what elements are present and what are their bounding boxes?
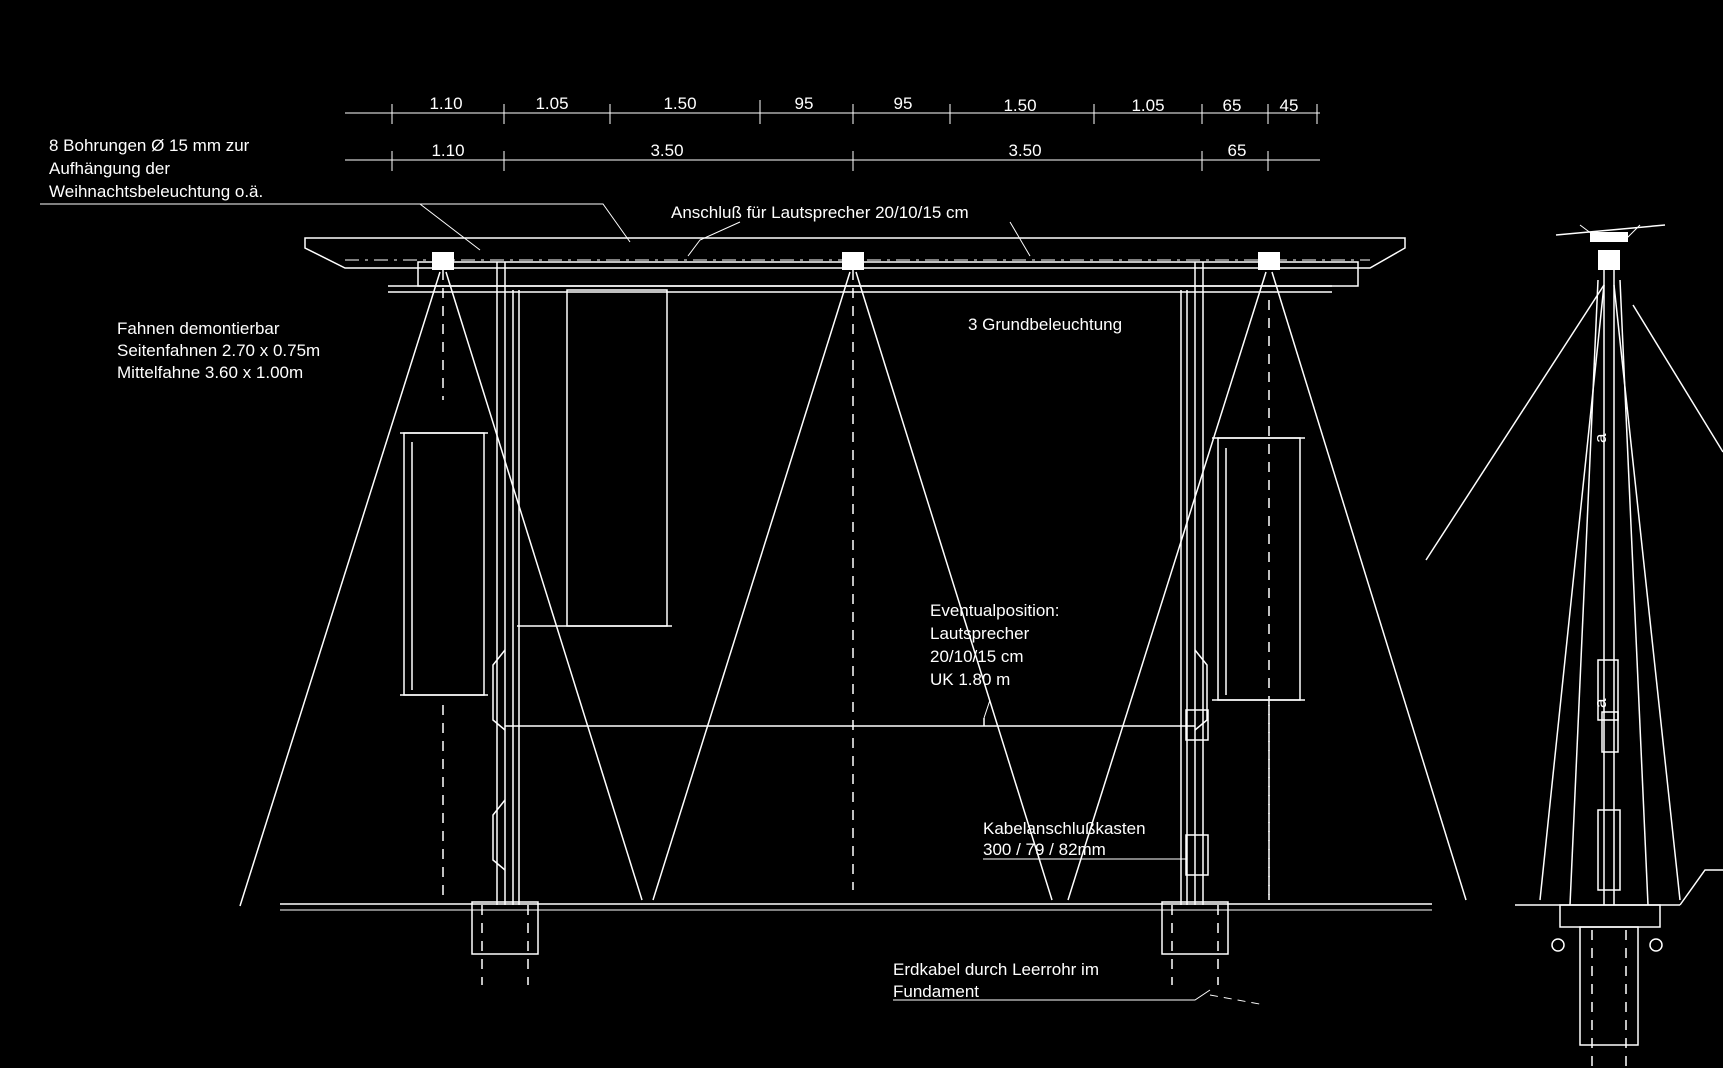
dim-1-50-right: 1.50 bbox=[1003, 96, 1036, 115]
label-bohrungen: 8 Bohrungen Ø 15 mm zur Aufhängung der W… bbox=[40, 136, 631, 251]
column-left bbox=[471, 262, 539, 985]
label-kabelanschlusskasten: Kabelanschlußkasten 300 / 79 / 82mm bbox=[983, 819, 1187, 860]
svg-text:8 Bohrungen Ø 15 mm zur: 8 Bohrungen Ø 15 mm zur bbox=[49, 136, 250, 155]
label-grundbeleuchtung: 3 Grundbeleuchtung bbox=[968, 315, 1122, 334]
light-fixture-center bbox=[652, 252, 1053, 901]
label-erdkabel: Erdkabel durch Leerrohr im Fundament bbox=[893, 960, 1266, 1006]
roof-beam bbox=[304, 237, 1406, 293]
svg-text:Mittelfahne 3.60 x 1.00m: Mittelfahne 3.60 x 1.00m bbox=[117, 363, 303, 382]
flag-right-side bbox=[1212, 437, 1305, 701]
label-fahnen: Fahnen demontierbar Seitenfahnen 2.70 x … bbox=[117, 319, 320, 382]
side-mark-a-upper: a bbox=[1591, 433, 1610, 443]
dim-65: 65 bbox=[1223, 96, 1242, 115]
dim-1-10: 1.10 bbox=[429, 94, 462, 113]
dim-45: 45 bbox=[1280, 96, 1299, 115]
side-elevation: a a bbox=[1425, 224, 1723, 1068]
dimension-chain-bottom: 1.10 3.50 3.50 65 bbox=[345, 141, 1320, 171]
svg-text:UK 1.80 m: UK 1.80 m bbox=[930, 670, 1010, 689]
svg-text:Eventualposition:: Eventualposition: bbox=[930, 601, 1059, 620]
svg-text:Kabelanschlußkasten: Kabelanschlußkasten bbox=[983, 819, 1146, 838]
dim2-1-10: 1.10 bbox=[431, 141, 464, 160]
dim2-65: 65 bbox=[1228, 141, 1247, 160]
svg-text:Erdkabel durch Leerrohr im: Erdkabel durch Leerrohr im bbox=[893, 960, 1099, 979]
dim-1-05-right: 1.05 bbox=[1131, 96, 1164, 115]
svg-text:Fundament: Fundament bbox=[893, 982, 979, 1001]
svg-text:Lautsprecher: Lautsprecher bbox=[930, 624, 1030, 643]
dim-95-right: 95 bbox=[894, 94, 913, 113]
svg-text:Anschluß für Lautsprecher 20/1: Anschluß für Lautsprecher 20/10/15 cm bbox=[671, 203, 969, 222]
label-anschluss: Anschluß für Lautsprecher 20/10/15 cm bbox=[671, 203, 1031, 257]
dimension-chain-top: 1.10 1.05 1.50 95 95 1.50 1.05 65 45 bbox=[345, 94, 1320, 124]
dim-1-50: 1.50 bbox=[663, 94, 696, 113]
column-right bbox=[1161, 262, 1229, 985]
flag-left-side bbox=[400, 432, 488, 696]
label-eventualposition: Eventualposition: Lautsprecher 20/10/15 … bbox=[930, 601, 1059, 719]
flag-middle bbox=[517, 289, 672, 627]
dim-1-05: 1.05 bbox=[535, 94, 568, 113]
light-fixture-right bbox=[1067, 252, 1467, 901]
svg-text:Fahnen demontierbar: Fahnen demontierbar bbox=[117, 319, 280, 338]
dim2-3-50-left: 3.50 bbox=[650, 141, 683, 160]
ground-line bbox=[280, 903, 1432, 911]
side-mark-a-lower: a bbox=[1591, 698, 1610, 708]
light-fixture-left bbox=[239, 252, 643, 907]
svg-text:Seitenfahnen 2.70 x 0.75m: Seitenfahnen 2.70 x 0.75m bbox=[117, 341, 320, 360]
svg-text:Aufhängung der: Aufhängung der bbox=[49, 159, 170, 178]
svg-text:300 / 79 / 82mm: 300 / 79 / 82mm bbox=[983, 840, 1106, 859]
svg-text:Weihnachtsbeleuchtung o.ä.: Weihnachtsbeleuchtung o.ä. bbox=[49, 182, 263, 201]
dim2-3-50-right: 3.50 bbox=[1008, 141, 1041, 160]
dim-95-left: 95 bbox=[795, 94, 814, 113]
